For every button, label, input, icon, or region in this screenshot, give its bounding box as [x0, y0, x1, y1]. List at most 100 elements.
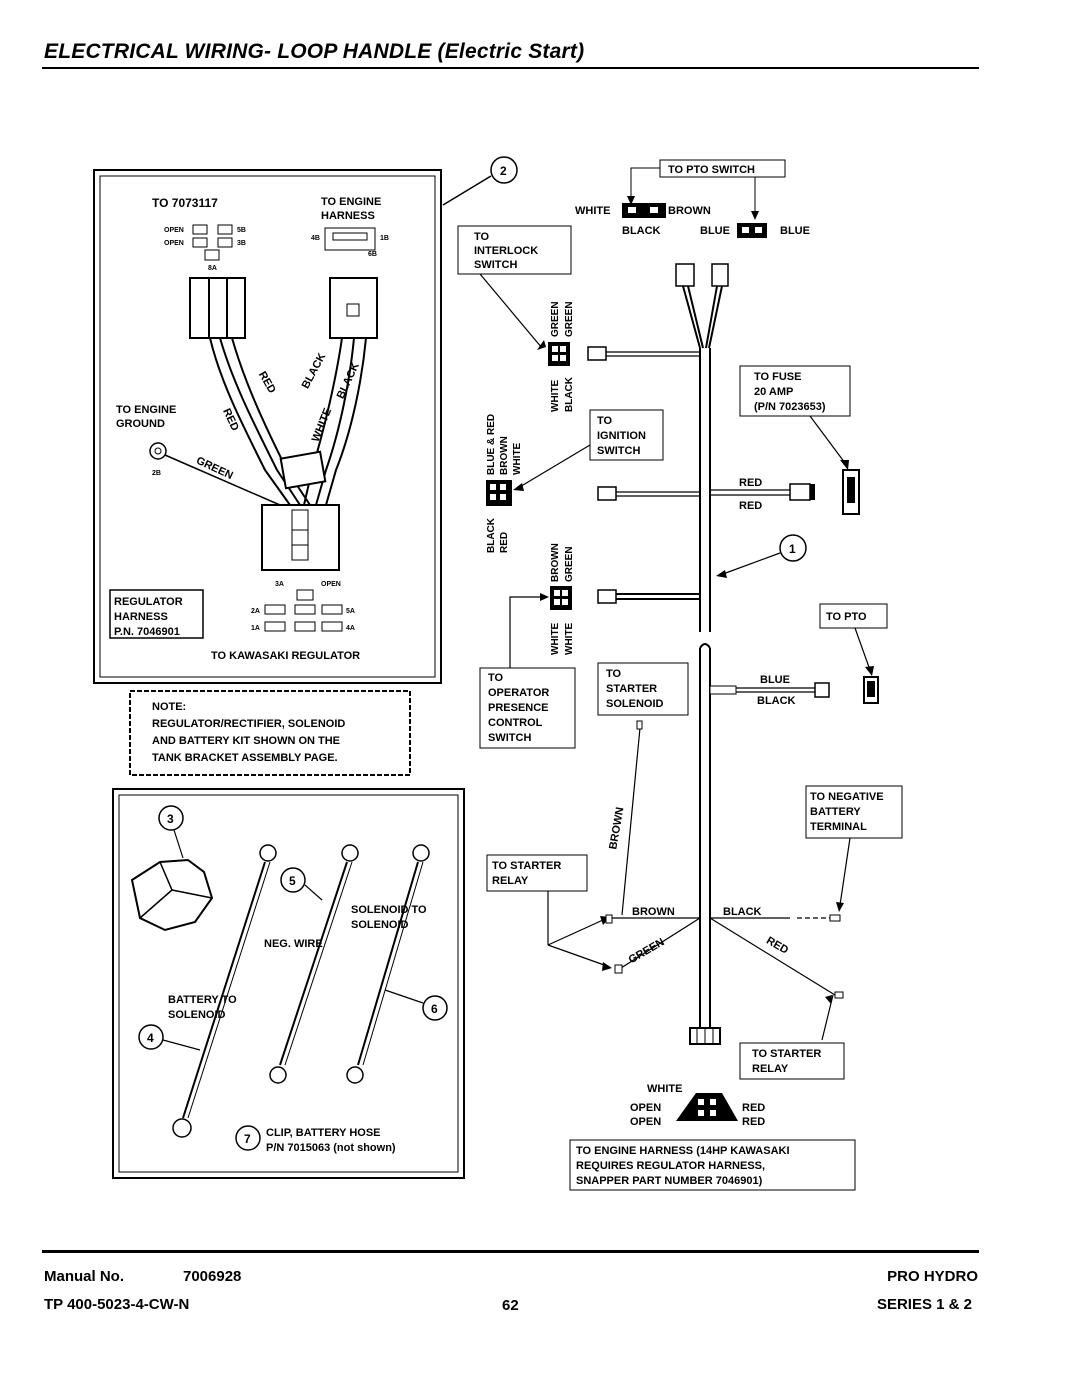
- ignition-1: TO: [597, 415, 613, 427]
- ignition-3: SWITCH: [597, 445, 640, 457]
- main-harness: 2 TO PTO SWITCH WHITE BROWN BLACK BLUE B…: [442, 156, 903, 1191]
- regulator-harness-1: REGULATOR: [114, 596, 183, 608]
- pto-blue-1: BLUE: [700, 225, 730, 237]
- note-box: NOTE: REGULATOR/RECTIFIER, SOLENOID AND …: [129, 690, 411, 776]
- interlock-3: SWITCH: [474, 259, 517, 271]
- engine-open-2: OPEN: [630, 1116, 661, 1128]
- interlock-color-1: GREEN: [550, 301, 561, 337]
- engine-harness-panel: TO 7073117 TO ENGINE HARNESS OPEN OPEN 5…: [93, 169, 442, 684]
- wire-green-label: GREEN: [194, 455, 235, 482]
- starter-relay-left-1: TO STARTER: [492, 860, 561, 872]
- ignition-color-1: BLUE & RED: [486, 414, 497, 475]
- battery-to-solenoid-2: SOLENOID: [168, 1009, 226, 1021]
- engine-open-1: OPEN: [630, 1102, 661, 1114]
- relay-black: BLACK: [723, 906, 762, 918]
- callout-5: 5: [289, 874, 296, 888]
- interlock-color-4: BLACK: [564, 376, 575, 412]
- pin-3a: 3A: [275, 581, 284, 588]
- engine-harness-note-3: SNAPPER PART NUMBER 7046901): [576, 1175, 763, 1187]
- to-7073117-label: TO 7073117: [152, 196, 218, 210]
- relay-brown: BROWN: [632, 906, 675, 918]
- fuse-3: (P/N 7023653): [754, 401, 826, 413]
- pin-open-3: OPEN: [321, 581, 341, 588]
- fuse-1: TO FUSE: [754, 371, 801, 383]
- pto-white: WHITE: [575, 205, 610, 217]
- callout-6: 6: [431, 1002, 438, 1016]
- to-engine-harness-label-2: HARNESS: [321, 210, 375, 222]
- engine-harness-note-1: TO ENGINE HARNESS (14HP KAWASAKI: [576, 1145, 790, 1157]
- presence-color-3: WHITE: [550, 622, 561, 655]
- clip-part-number: P/N 7015063 (not shown): [266, 1142, 396, 1154]
- ignition-color-5: RED: [499, 532, 510, 553]
- solenoid-to-solenoid-1: SOLENOID TO: [351, 904, 427, 916]
- presence-2: OPERATOR: [488, 687, 549, 699]
- neg-wire-label: NEG. WIRE: [264, 938, 323, 950]
- pin-4a: 4A: [346, 625, 355, 632]
- pto-brown: BROWN: [668, 205, 711, 217]
- wire-red-label: RED: [256, 369, 278, 395]
- starter-solenoid-1: TO: [606, 668, 622, 680]
- to-engine-ground-1: TO ENGINE: [116, 404, 176, 416]
- starter-solenoid-3: SOLENOID: [606, 698, 664, 710]
- footer-page-number: 62: [502, 1297, 519, 1314]
- wire-white-label: WHITE: [310, 406, 334, 443]
- fuse-red-2: RED: [739, 500, 762, 512]
- pin-1b: 1B: [380, 235, 389, 242]
- ignition-color-4: BLACK: [486, 517, 497, 553]
- starter-relay-right-1: TO STARTER: [752, 1048, 821, 1060]
- pin-6b: 6B: [368, 251, 377, 258]
- footer-manual-label: Manual No.: [44, 1268, 125, 1285]
- title-rule: [42, 67, 979, 69]
- callout-4: 4: [147, 1031, 154, 1045]
- footer-tp-number: TP 400-5023-4-CW-N: [44, 1296, 190, 1313]
- clip-battery-hose: CLIP, BATTERY HOSE: [266, 1127, 381, 1139]
- pin-8a: 8A: [208, 265, 217, 272]
- engine-white: WHITE: [647, 1083, 682, 1095]
- to-pto-switch-label: TO PTO SWITCH: [668, 164, 755, 176]
- relay-green: GREEN: [627, 936, 667, 966]
- engine-red-2: RED: [742, 1116, 765, 1128]
- battery-cable-panel: 3 5 SOLENOID TO SOLENOID NEG. WIRE 6 BAT…: [112, 788, 465, 1179]
- ignition-2: IGNITION: [597, 430, 646, 442]
- pin-5a: 5A: [346, 608, 355, 615]
- callout-7: 7: [244, 1132, 251, 1146]
- pin-2b: 2B: [152, 470, 161, 477]
- presence-color-2: GREEN: [564, 546, 575, 582]
- callout-3: 3: [167, 812, 174, 826]
- negative-battery-3: TERMINAL: [810, 821, 867, 833]
- pto-wire-black: BLACK: [757, 695, 796, 707]
- note-line-2: AND BATTERY KIT SHOWN ON THE: [152, 735, 340, 747]
- solenoid-to-solenoid-2: SOLENOID: [351, 919, 409, 931]
- pin-open-1: OPEN: [164, 227, 184, 234]
- ignition-color-2: BROWN: [499, 436, 510, 475]
- ignition-color-3: WHITE: [512, 442, 523, 475]
- pin-3b: 3B: [237, 240, 246, 247]
- pin-5b: 5B: [237, 227, 246, 234]
- footer-rule: [42, 1250, 979, 1253]
- note-line-1: REGULATOR/RECTIFIER, SOLENOID: [152, 718, 345, 730]
- wire-black-label: BLACK: [300, 351, 329, 391]
- fuse-red-1: RED: [739, 477, 762, 489]
- interlock-2: INTERLOCK: [474, 245, 538, 257]
- note-heading: NOTE:: [152, 701, 186, 713]
- pto-black: BLACK: [622, 225, 661, 237]
- to-pto-label: TO PTO: [826, 611, 867, 623]
- regulator-harness-3: P.N. 7046901: [114, 626, 180, 638]
- solenoid-brown: BROWN: [607, 806, 626, 850]
- negative-battery-1: TO NEGATIVE: [810, 791, 884, 803]
- interlock-color-3: WHITE: [550, 379, 561, 412]
- interlock-color-2: GREEN: [564, 301, 575, 337]
- to-engine-harness-label-1: TO ENGINE: [321, 196, 381, 208]
- presence-5: SWITCH: [488, 732, 531, 744]
- pto-blue-2: BLUE: [780, 225, 810, 237]
- engine-red-1: RED: [742, 1102, 765, 1114]
- note-line-3: TANK BRACKET ASSEMBLY PAGE.: [152, 752, 338, 764]
- callout-1: 1: [789, 542, 796, 556]
- starter-solenoid-2: STARTER: [606, 683, 657, 695]
- to-engine-ground-2: GROUND: [116, 418, 165, 430]
- presence-color-1: BROWN: [550, 543, 561, 582]
- wire-red-label-2: RED: [220, 407, 241, 433]
- presence-1: TO: [488, 672, 504, 684]
- wiring-diagram: TO 7073117 TO ENGINE HARNESS OPEN OPEN 5…: [93, 156, 903, 1191]
- pto-wire-blue: BLUE: [760, 674, 790, 686]
